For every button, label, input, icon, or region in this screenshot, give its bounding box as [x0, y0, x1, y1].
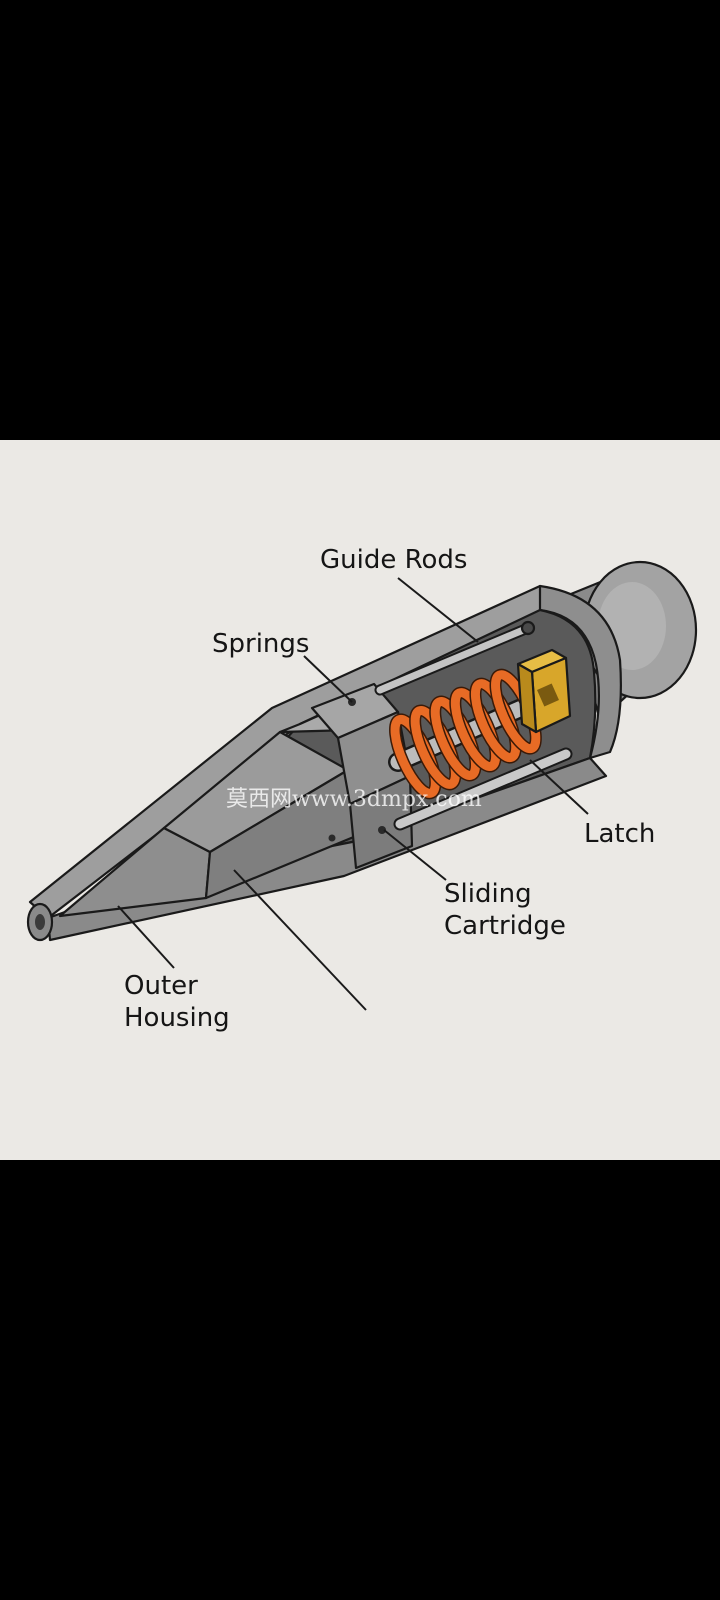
leader-latch: [529, 759, 589, 815]
hex-nose-block: [58, 704, 358, 918]
label-springs: Springs: [212, 629, 309, 659]
screw-2: [328, 834, 336, 842]
leader-lines: [117, 577, 589, 1011]
mechanism-illustration: [26, 560, 698, 942]
label-outer-housing-line2: Housing: [124, 1003, 230, 1033]
letterbox-bottom: [0, 1160, 720, 1600]
label-guide-rods: Guide Rods: [320, 545, 467, 575]
label-sliding-cartridge-line2: Cartridge: [444, 911, 566, 941]
letterbox-top: [0, 0, 720, 440]
nose-tip: [26, 902, 54, 942]
leader-nose-block: [233, 869, 367, 1011]
watermark: 莫西网www.3dmpx.com: [226, 787, 482, 812]
guide-rods: [374, 620, 573, 831]
leader-sliding-cartridge: [383, 829, 447, 881]
label-latch: Latch: [584, 819, 655, 849]
housing-rear-ring: [538, 584, 622, 760]
screw-1: [378, 826, 386, 834]
label-sliding-cartridge-line1: Sliding: [444, 879, 532, 909]
label-outer-housing-line1: Outer: [124, 971, 198, 1001]
latch: [516, 648, 572, 734]
leader-springs: [303, 655, 353, 703]
leader-guide-rods: [397, 577, 479, 643]
leader-outer-housing: [117, 905, 175, 969]
